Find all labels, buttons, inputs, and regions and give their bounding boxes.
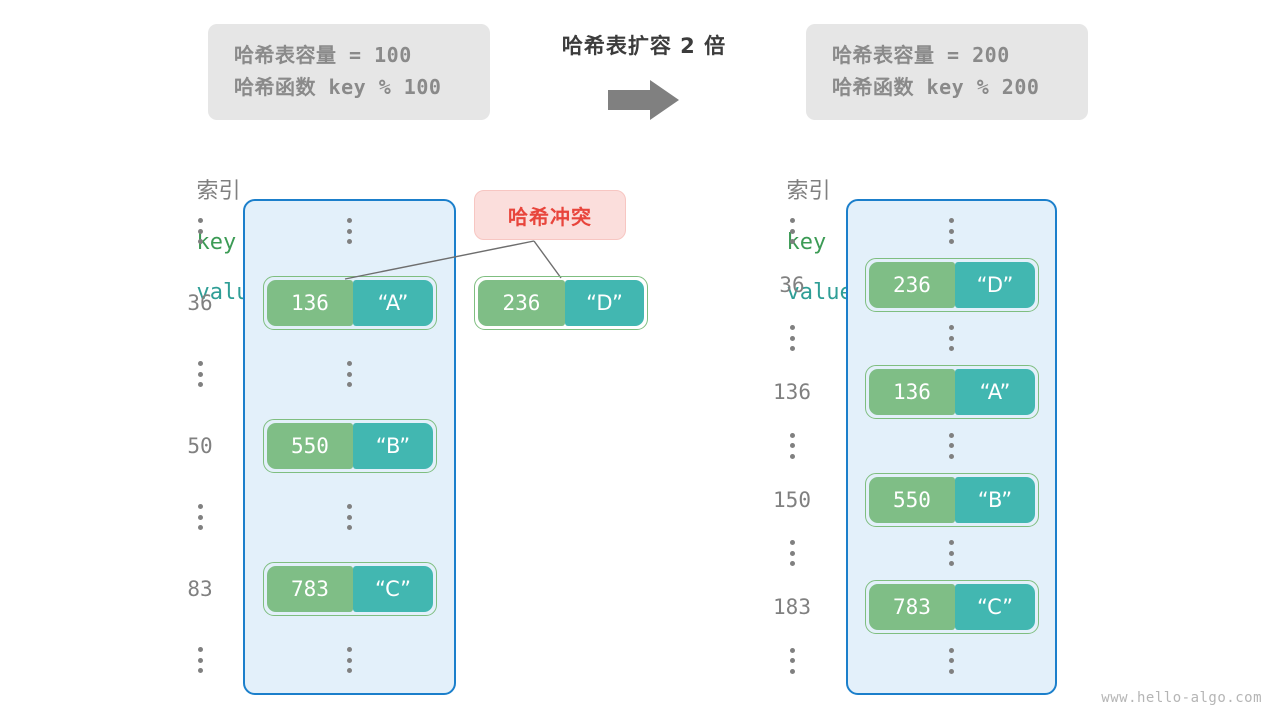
kv-cell: 136“A” (864, 365, 1039, 420)
index-ellipsis (165, 490, 235, 544)
hash-table-info-box-after: 哈希表容量 = 200 哈希函数 key % 200 (806, 24, 1088, 120)
value-cell: “D” (564, 280, 644, 326)
bucket-ellipsis-row (846, 419, 1057, 473)
value-cell: “A” (353, 279, 433, 326)
index-ellipsis (757, 526, 827, 580)
right-value-header: value (786, 280, 853, 305)
right-arrow-icon (520, 78, 768, 122)
bucket-ellipsis-row (243, 204, 456, 258)
capacity-line-before: 哈希表容量 = 100 (234, 43, 412, 67)
hash-function-line-before: 哈希函数 key % 100 (234, 75, 442, 99)
key-cell: 136 (266, 279, 354, 326)
vertical-ellipsis-icon (949, 647, 955, 674)
vertical-ellipsis-icon (347, 504, 353, 530)
left-table-rows: 136“A” 550“B” 783“C” (243, 199, 456, 695)
detached-collision-cell: 236 “D” (474, 276, 648, 330)
kv-cell: 783“C” (262, 561, 437, 616)
table-row: 783“C” (846, 579, 1057, 634)
table-row: 783“C” (243, 561, 456, 616)
vertical-ellipsis-icon (347, 647, 353, 673)
table-row: 136“A” (243, 275, 456, 330)
right-index-column: 36 136 150 183 (757, 199, 827, 695)
index-ellipsis (165, 204, 235, 258)
capacity-line-after: 哈希表容量 = 200 (832, 43, 1010, 67)
index-ellipsis (165, 347, 235, 401)
value-cell: “C” (955, 583, 1035, 630)
table-row: 136“A” (846, 365, 1057, 420)
value-cell: “A” (955, 369, 1035, 416)
vertical-ellipsis-icon (789, 540, 795, 567)
vertical-ellipsis-icon (347, 361, 353, 387)
value-cell: “D” (955, 261, 1035, 308)
key-cell: 783 (266, 565, 354, 612)
bucket-ellipsis-row (846, 634, 1057, 688)
vertical-ellipsis-icon (197, 647, 203, 673)
vertical-ellipsis-icon (789, 218, 795, 244)
index-label: 83 (187, 576, 213, 601)
index-ellipsis (757, 311, 827, 365)
right-table-rows: 236“D” 136“A” 550“B” 783“C” (846, 199, 1057, 695)
bucket-ellipsis-row (846, 204, 1057, 258)
expand-title: 哈希表扩容 2 倍 (561, 34, 727, 58)
index-ellipsis (165, 633, 235, 687)
index-label: 36 (187, 290, 213, 315)
index-label: 183 (773, 594, 811, 619)
left-index-column: 36 50 83 (165, 199, 235, 695)
bucket-ellipsis-row (846, 311, 1057, 365)
collision-callout: 哈希冲突 (474, 190, 626, 240)
vertical-ellipsis-icon (789, 325, 795, 352)
kv-cell: 550“B” (262, 418, 437, 473)
vertical-ellipsis-icon (789, 647, 795, 674)
vertical-ellipsis-icon (347, 218, 353, 244)
key-cell: 783 (868, 583, 956, 630)
value-cell: “C” (353, 565, 433, 612)
vertical-ellipsis-icon (949, 325, 955, 352)
kv-cell: 236 “D” (474, 276, 648, 330)
left-index-header: 索引 (196, 179, 241, 204)
value-cell: “B” (353, 422, 433, 469)
hash-table-info-box-before: 哈希表容量 = 100 哈希函数 key % 100 (208, 24, 490, 120)
value-cell: “B” (955, 476, 1035, 523)
kv-cell: 136“A” (262, 275, 437, 330)
kv-cell: 783“C” (864, 579, 1039, 634)
index-label: 50 (187, 433, 213, 458)
table-row: 236“D” (846, 257, 1057, 312)
bucket-ellipsis-row (243, 490, 456, 544)
right-table-header: 索引 key value (760, 148, 853, 305)
left-key-header: key (196, 230, 237, 255)
right-index-header: 索引 (786, 179, 831, 204)
bucket-ellipsis-row (243, 347, 456, 401)
vertical-ellipsis-icon (197, 504, 203, 530)
bucket-ellipsis-row (846, 526, 1057, 580)
vertical-ellipsis-icon (197, 218, 203, 244)
key-cell: 236 (478, 280, 565, 326)
kv-cell: 550“B” (864, 472, 1039, 527)
key-cell: 236 (868, 261, 956, 308)
table-row: 550“B” (846, 472, 1057, 527)
index-label: 136 (773, 380, 811, 405)
kv-cell: 236“D” (864, 257, 1039, 312)
key-cell: 550 (266, 422, 354, 469)
vertical-ellipsis-icon (949, 218, 955, 244)
vertical-ellipsis-icon (789, 432, 795, 459)
watermark: www.hello-algo.com (1101, 690, 1262, 706)
vertical-ellipsis-icon (197, 361, 203, 387)
hash-function-line-after: 哈希函数 key % 200 (832, 75, 1040, 99)
bucket-ellipsis-row (243, 633, 456, 687)
vertical-ellipsis-icon (949, 432, 955, 459)
vertical-ellipsis-icon (949, 540, 955, 567)
key-cell: 550 (868, 476, 956, 523)
index-label: 36 (779, 272, 805, 297)
index-ellipsis (757, 204, 827, 258)
table-row: 550“B” (243, 418, 456, 473)
index-ellipsis (757, 634, 827, 688)
index-label: 150 (773, 487, 811, 512)
index-ellipsis (757, 419, 827, 473)
key-cell: 136 (868, 369, 956, 416)
